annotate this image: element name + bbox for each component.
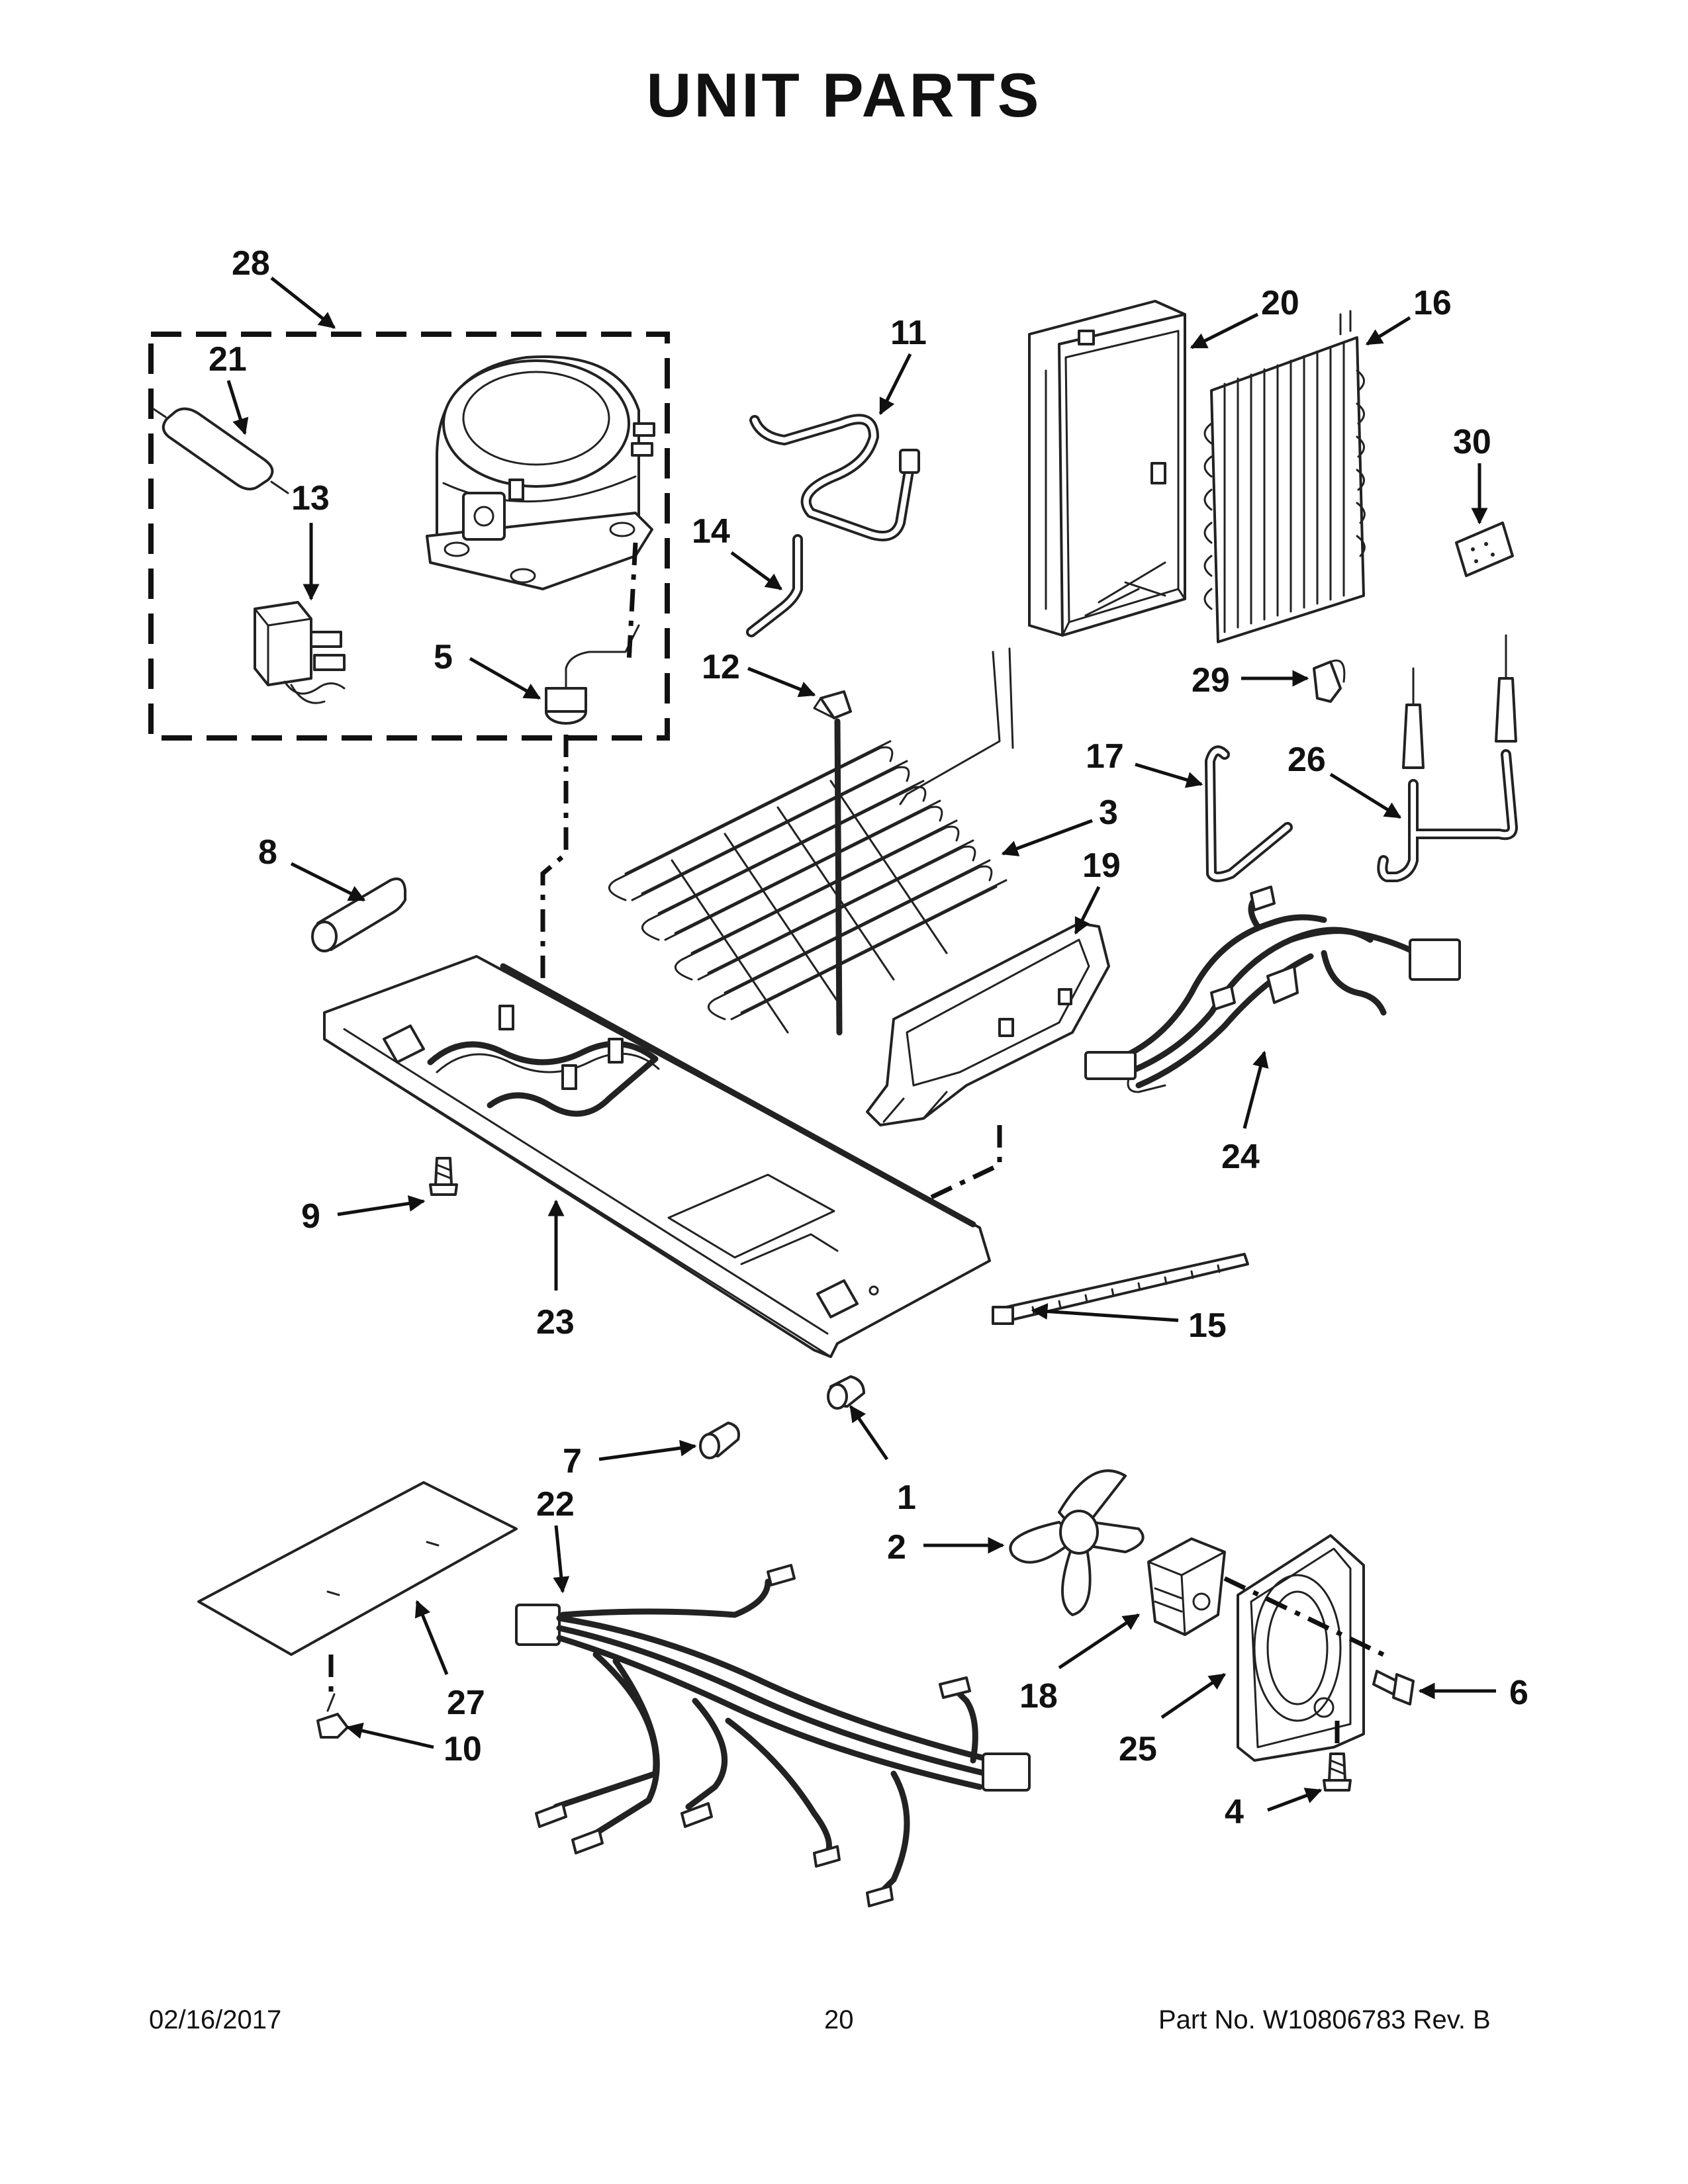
leader-arrows xyxy=(226,277,1496,1812)
callout-25[interactable]: 25 xyxy=(1119,1730,1157,1768)
callout-labels: 28 21 13 5 11 14 12 20 16 30 29 17 26 3 … xyxy=(209,244,1528,1831)
condenser-coil-drawing[interactable] xyxy=(608,647,1014,1036)
callout-22[interactable]: 22 xyxy=(536,1485,575,1524)
callout-28[interactable]: 28 xyxy=(232,244,270,283)
cable-tie-drawing[interactable] xyxy=(992,1253,1249,1325)
grommet-1-drawing[interactable] xyxy=(827,1375,865,1410)
grommet-tube-drawing[interactable] xyxy=(311,877,406,952)
callout-21[interactable]: 21 xyxy=(209,340,247,379)
callout-10[interactable]: 10 xyxy=(444,1730,482,1768)
suction-tube-drawing[interactable] xyxy=(749,414,920,541)
screw-4-drawing[interactable] xyxy=(1323,1752,1352,1792)
base-plate-drawing[interactable] xyxy=(323,955,991,1358)
callout-14[interactable]: 14 xyxy=(692,512,730,551)
connection-line xyxy=(1223,1576,1391,1661)
callout-13[interactable]: 13 xyxy=(291,479,330,518)
compressor-assembly-box xyxy=(148,332,670,741)
compressor-drawing[interactable] xyxy=(426,355,655,590)
page-title: UNIT PARTS xyxy=(646,60,1042,130)
footer-date: 02/16/2017 xyxy=(149,2005,282,2034)
callout-20[interactable]: 20 xyxy=(1261,284,1299,322)
callout-7[interactable]: 7 xyxy=(563,1442,582,1480)
screw-6-drawing[interactable] xyxy=(1372,1670,1415,1706)
callout-19[interactable]: 19 xyxy=(1082,846,1121,885)
callout-23[interactable]: 23 xyxy=(536,1303,575,1342)
callout-1[interactable]: 1 xyxy=(897,1479,916,1517)
wire-harness-upper-drawing[interactable] xyxy=(1084,886,1461,1093)
heat-exchanger-drawing[interactable] xyxy=(1377,634,1518,882)
callout-4[interactable]: 4 xyxy=(1225,1793,1244,1831)
callout-6[interactable]: 6 xyxy=(1509,1674,1528,1712)
fan-motor-drawing[interactable] xyxy=(1147,1537,1226,1636)
footer-part-number: Part No. W10806783 Rev. B xyxy=(1158,2005,1491,2034)
wire-harness-lower-drawing[interactable] xyxy=(515,1564,1031,1907)
evaporator-coil-drawing[interactable] xyxy=(1203,310,1366,643)
overload-drawing[interactable] xyxy=(545,624,640,725)
start-relay-drawing[interactable] xyxy=(254,601,346,704)
callout-26[interactable]: 26 xyxy=(1288,741,1326,779)
callout-29[interactable]: 29 xyxy=(1192,661,1230,700)
footer-page-number: 20 xyxy=(824,2005,854,2034)
callout-11[interactable]: 11 xyxy=(890,314,927,352)
callout-17[interactable]: 17 xyxy=(1086,737,1124,776)
connection-line xyxy=(858,1125,1002,1271)
drain-tube-drawing[interactable] xyxy=(1205,745,1293,882)
callout-18[interactable]: 18 xyxy=(1019,1677,1058,1715)
fan-shroud-drawing[interactable] xyxy=(1237,1534,1365,1762)
evaporator-cover-drawing[interactable] xyxy=(1028,300,1186,637)
callout-12[interactable]: 12 xyxy=(702,648,740,686)
connection-line xyxy=(626,542,638,662)
drain-pan-drawing[interactable] xyxy=(866,922,1110,1126)
insulation-sheet-drawing[interactable] xyxy=(197,1481,518,1656)
callout-15[interactable]: 15 xyxy=(1188,1306,1227,1345)
callout-3[interactable]: 3 xyxy=(1099,794,1118,832)
grommet-7-drawing[interactable] xyxy=(699,1422,740,1459)
bracket-drawing[interactable] xyxy=(813,690,852,719)
callout-16[interactable]: 16 xyxy=(1413,284,1452,322)
clip-drawing[interactable] xyxy=(1313,659,1346,703)
callout-5[interactable]: 5 xyxy=(434,638,453,676)
short-tube-drawing[interactable] xyxy=(746,534,803,637)
callout-2[interactable]: 2 xyxy=(887,1528,906,1567)
callout-24[interactable]: 24 xyxy=(1221,1138,1260,1176)
screw-9-drawing[interactable] xyxy=(429,1157,458,1196)
filter-drier-drawing[interactable] xyxy=(152,407,289,494)
clip-10-drawing[interactable] xyxy=(316,1693,349,1739)
callout-8[interactable]: 8 xyxy=(258,833,277,872)
fan-blade-drawing[interactable] xyxy=(1009,1469,1145,1616)
thermistor-board-drawing[interactable] xyxy=(1455,522,1514,577)
callout-27[interactable]: 27 xyxy=(447,1684,485,1722)
callout-9[interactable]: 9 xyxy=(301,1197,320,1236)
callout-30[interactable]: 30 xyxy=(1453,423,1491,461)
